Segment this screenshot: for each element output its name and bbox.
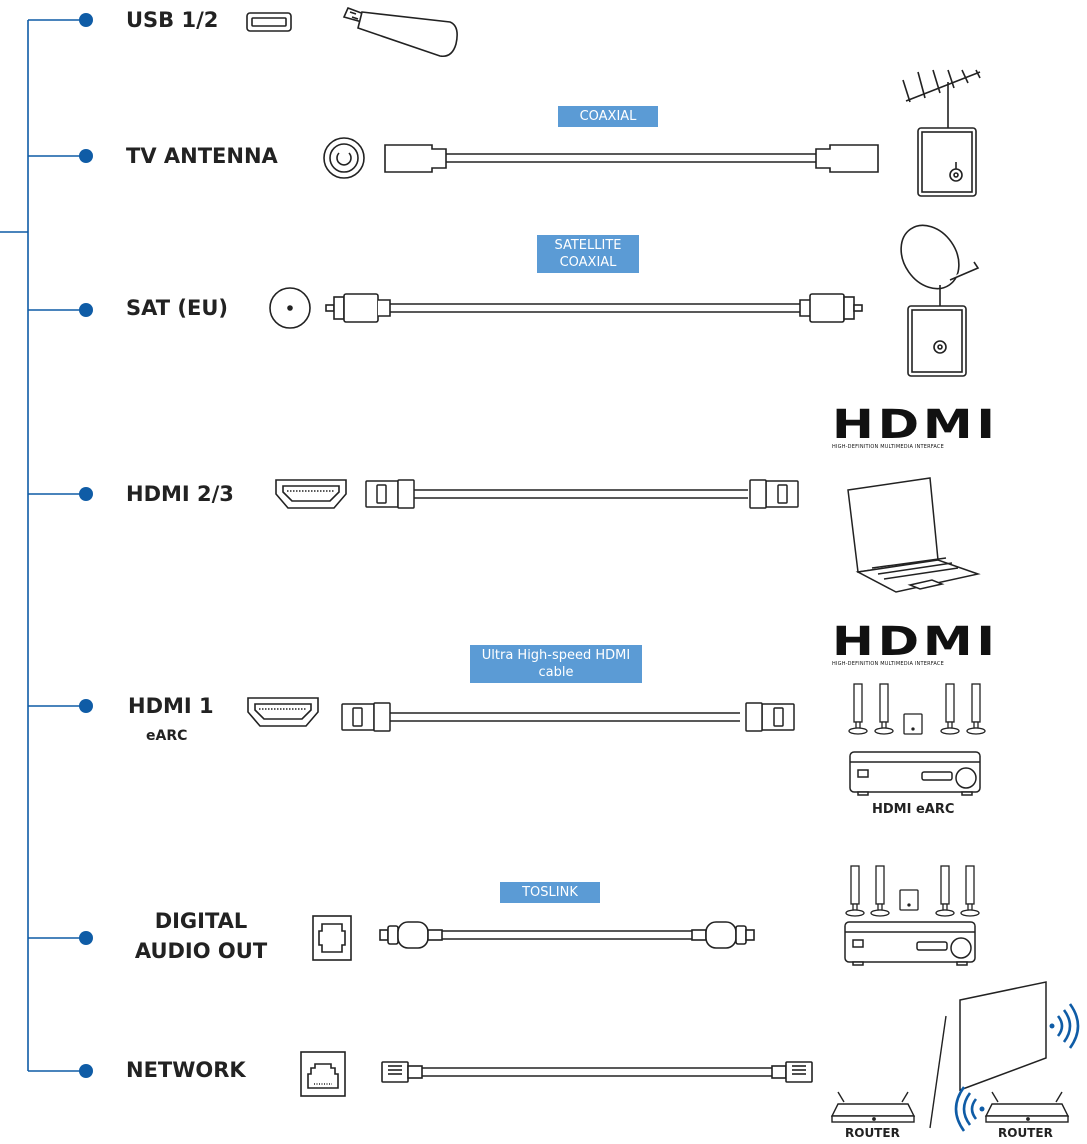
- router-wifi-icon: [954, 1086, 985, 1132]
- port-label-usb: USB 1/2: [126, 8, 219, 32]
- cable-badge-hdmi-uhs: Ultra High-speed HDMI cable: [470, 645, 642, 683]
- router-label-1: ROUTER: [845, 1126, 900, 1140]
- port-label-network: NETWORK: [126, 1058, 246, 1082]
- port-label-hdmi1: HDMI 1: [128, 694, 214, 718]
- hdmi1-port-icon: [247, 697, 319, 727]
- speaker-set-icon: [848, 683, 986, 735]
- receiver-2-icon: [844, 921, 976, 966]
- node-sat: [79, 303, 93, 317]
- optical-port-icon: [312, 915, 352, 961]
- ethernet-port-icon: [300, 1051, 346, 1097]
- router-icon: [831, 1091, 915, 1123]
- toslink-cable: [379, 921, 755, 949]
- tv-wifi-icon: [1049, 1003, 1080, 1049]
- port-label-digital-audio: DIGITAL AUDIO OUT: [134, 909, 268, 963]
- router-2-icon: [985, 1091, 1069, 1123]
- coaxial-cable: [384, 144, 879, 173]
- connection-tree: [0, 19, 86, 1072]
- antenna-port-icon: [323, 137, 365, 179]
- hdmi-logo-1: HDMI HIGH-DEFINITION MULTIMEDIA INTERFAC…: [832, 405, 995, 450]
- hdmi-port-icon: [275, 479, 347, 509]
- speaker-set-2-icon: [845, 865, 980, 917]
- hdmi-logo-text: HDMI: [832, 402, 999, 448]
- port-label-sat: SAT (EU): [126, 296, 228, 320]
- node-antenna: [79, 149, 93, 163]
- port-label-hdmi23: HDMI 2/3: [126, 482, 234, 506]
- cable-badge-coaxial: COAXIAL: [558, 106, 658, 127]
- cable-badge-toslink: TOSLINK: [500, 882, 600, 903]
- satellite-cable: [325, 293, 863, 323]
- port-sublabel-earc: eARC: [146, 728, 188, 744]
- satellite-dish-icon: [900, 224, 980, 306]
- cable-badge-satellite: SATELLITE COAXIAL: [537, 235, 639, 273]
- laptop-icon: [847, 477, 981, 593]
- hdmi-logo-subtext-2: HIGH-DEFINITION MULTIMEDIA INTERFACE: [832, 661, 944, 667]
- hdmi-logo-text-2: HDMI: [832, 619, 999, 665]
- uhs-hdmi-cable: [341, 702, 795, 732]
- port-label-tv-antenna: TV ANTENNA: [126, 144, 278, 168]
- node-digital-audio: [79, 931, 93, 945]
- node-usb: [79, 13, 93, 27]
- connection-nodes: [79, 13, 93, 1078]
- tv-icon: [959, 981, 1047, 1092]
- node-hdmi23: [79, 487, 93, 501]
- hdmi-logo-2: HDMI HIGH-DEFINITION MULTIMEDIA INTERFAC…: [832, 622, 995, 667]
- usb-stick-icon: [342, 6, 458, 58]
- router-label-2: ROUTER: [998, 1126, 1053, 1140]
- sat-wall-socket-icon: [907, 305, 967, 377]
- hdmi-logo-subtext: HIGH-DEFINITION MULTIMEDIA INTERFACE: [832, 444, 944, 450]
- usb-port-icon: [246, 12, 292, 32]
- ethernet-cable: [381, 1061, 813, 1083]
- aerial-icon: [902, 69, 981, 128]
- sat-port-icon: [269, 287, 311, 329]
- earc-device-label: HDMI eARC: [872, 802, 955, 817]
- wall-socket-icon: [917, 127, 977, 197]
- receiver-icon: [849, 751, 981, 796]
- node-hdmi1: [79, 699, 93, 713]
- divider-slash: [929, 1015, 947, 1129]
- hdmi-cable: [365, 479, 799, 509]
- node-network: [79, 1064, 93, 1078]
